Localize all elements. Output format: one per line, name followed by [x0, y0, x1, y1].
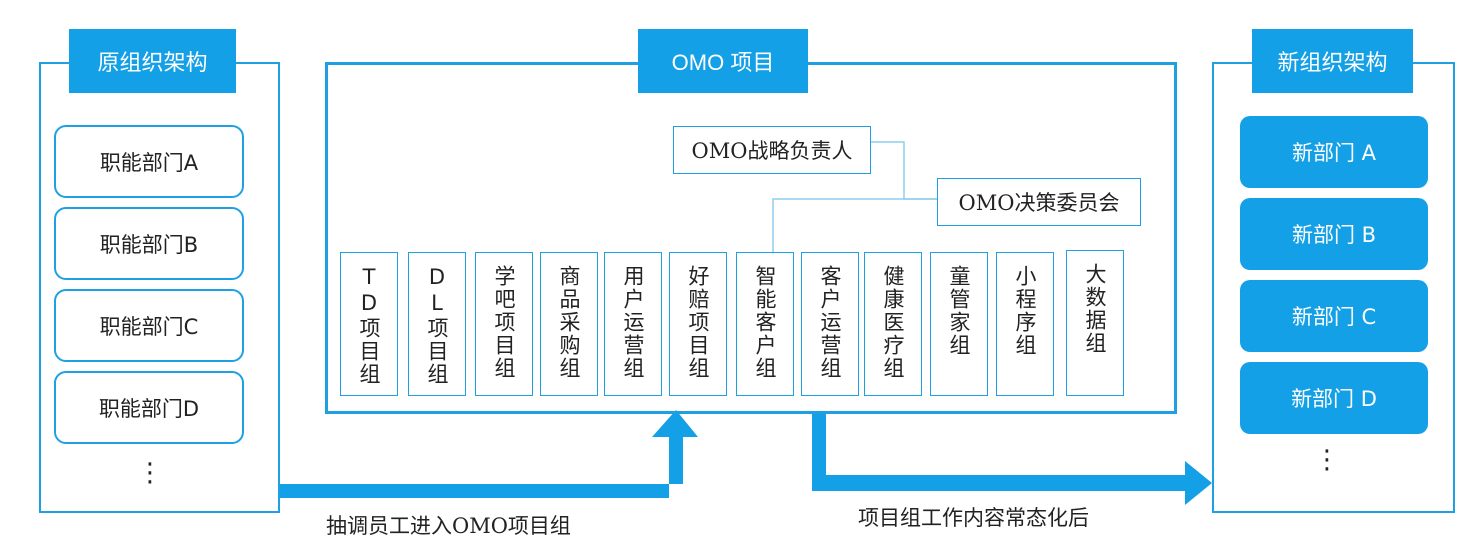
group-smart-customer: 智能客户组: [736, 252, 794, 396]
omo-strategy-lead: OMO战略负责人: [673, 126, 871, 174]
omo-decision-committee: OMO决策委员会: [937, 178, 1141, 226]
flow-caption-to-new: 项目组工作内容常态化后: [858, 506, 1089, 530]
group-health: 健康医疗组: [864, 252, 922, 396]
group-xueba: 学吧项目组: [475, 252, 533, 396]
dept-d: 职能部门D: [54, 371, 244, 444]
group-dl: DL项目组: [408, 252, 466, 396]
group-big-data: 大数据组: [1066, 250, 1124, 396]
more-dots-right: ⋮: [1314, 444, 1340, 474]
dept-a: 职能部门A: [54, 125, 244, 198]
group-user-ops: 用户运营组: [604, 252, 662, 396]
flow-arrow-to-project: [280, 410, 698, 498]
dept-c: 职能部门C: [54, 289, 244, 362]
group-customer-ops: 客户运营组: [801, 252, 859, 396]
new-org-title: 新组织架构: [1252, 29, 1413, 93]
group-tongguanjia: 童管家组: [930, 252, 988, 396]
dept-b: 职能部门B: [54, 207, 244, 280]
flow-arrow-to-new: [812, 412, 1212, 505]
group-mini-program: 小程序组: [996, 252, 1054, 396]
more-dots-left: ⋮: [137, 457, 163, 487]
flow-caption-to-project: 抽调员工进入OMO项目组: [326, 514, 571, 538]
org-lines: [772, 141, 937, 252]
new-dept-d: 新部门 D: [1240, 362, 1428, 434]
original-org-title: 原组织架构: [69, 29, 236, 93]
group-procurement: 商品采购组: [540, 252, 598, 396]
new-dept-c: 新部门 C: [1240, 280, 1428, 352]
new-dept-b: 新部门 B: [1240, 198, 1428, 270]
group-haopei: 好赔项目组: [669, 252, 727, 396]
omo-project-title: OMO 项目: [638, 29, 808, 93]
new-dept-a: 新部门 A: [1240, 116, 1428, 188]
group-td: TD项目组: [340, 252, 398, 396]
